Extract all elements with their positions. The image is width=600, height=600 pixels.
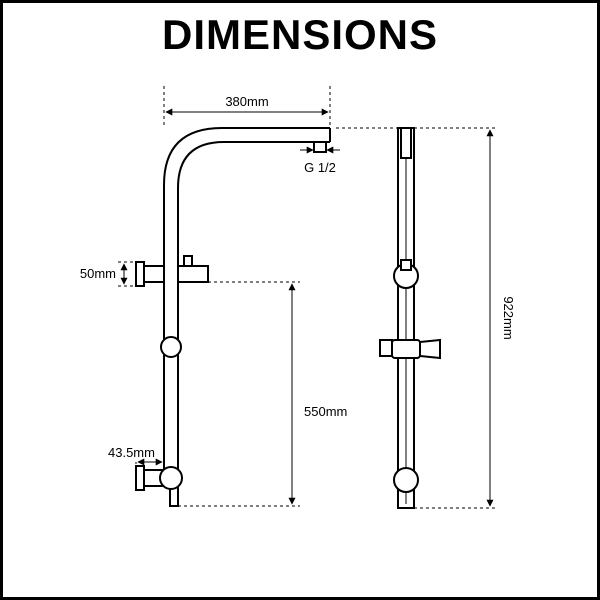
lower-bracket-knob (159, 466, 183, 490)
lower-wall-plate (135, 465, 145, 491)
label-arm-length: 380mm (225, 94, 268, 109)
label-upper-bracket: 50mm (80, 266, 116, 281)
slider-holder (419, 338, 441, 360)
upper-bracket-arm (143, 265, 165, 283)
label-bracket-spacing: 550mm (304, 404, 347, 419)
page-title: DIMENSIONS (161, 11, 439, 58)
riser-pipe-inner (177, 141, 330, 470)
slider-body (391, 339, 421, 359)
front-view (379, 127, 441, 509)
upper-clamp-knob (400, 259, 412, 271)
upper-wall-plate (135, 261, 145, 287)
thread-connector (313, 141, 327, 153)
slider-knob (160, 336, 182, 358)
label-total-height: 922mm (501, 296, 516, 339)
riser-pipe-outer (163, 127, 330, 470)
rail-top-cap (400, 127, 412, 159)
label-lower-bracket: 43.5mm (108, 445, 155, 460)
slider-left-knob (379, 339, 393, 357)
label-thread: G 1/2 (304, 160, 336, 175)
diverter-knob (183, 255, 193, 267)
diverter-body (177, 265, 209, 283)
side-view (135, 127, 331, 507)
dimension-lines (118, 86, 498, 509)
lower-clamp (393, 467, 419, 493)
